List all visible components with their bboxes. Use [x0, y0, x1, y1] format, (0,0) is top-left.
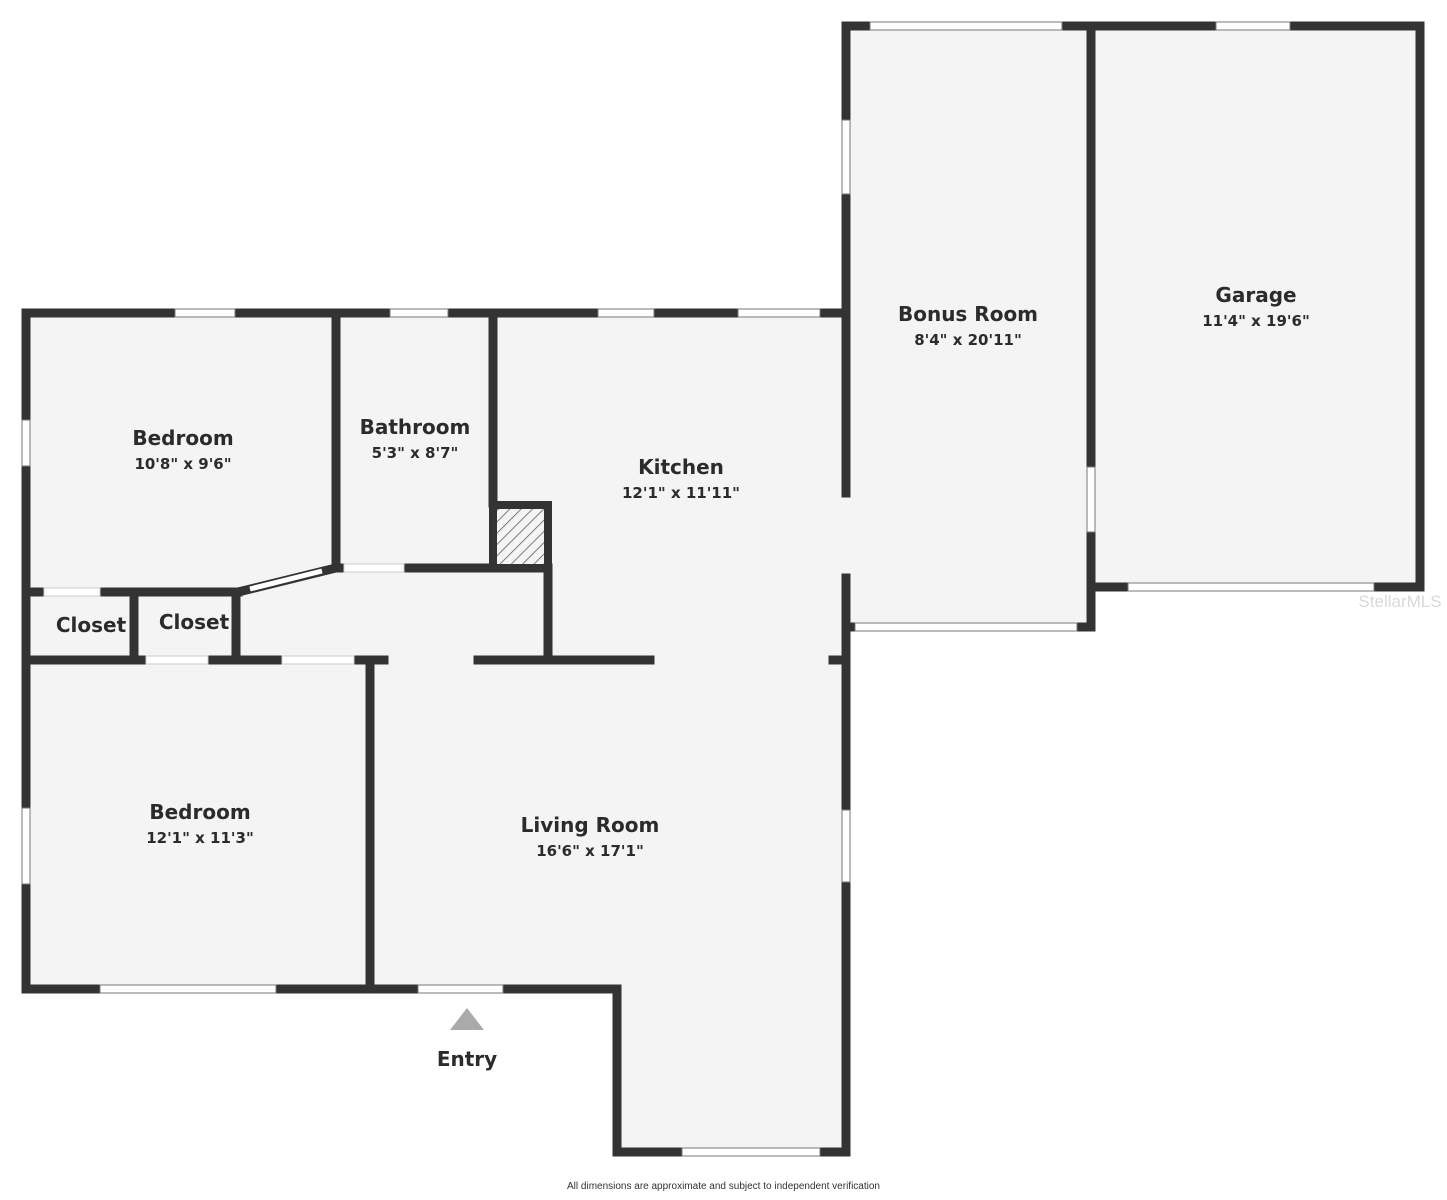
garage-dim: 11'4" x 19'6" [1202, 312, 1310, 330]
door-gap [145, 655, 209, 665]
bonus-room-name: Bonus Room [898, 302, 1038, 326]
floor-areas [26, 26, 1420, 1152]
window [1086, 466, 1096, 533]
entry-door-gap [417, 984, 504, 994]
bathroom-dim: 5'3" x 8'7" [372, 444, 459, 462]
bedroom-bottom-name: Bedroom [149, 800, 250, 824]
window [21, 807, 31, 885]
garage-door [1127, 582, 1375, 592]
bedroom-top-name: Bedroom [132, 426, 233, 450]
door-gap [249, 568, 323, 592]
floor-living-extension [617, 989, 846, 1152]
bedroom-bottom-dim: 12'1" x 11'3" [146, 829, 254, 847]
door-gap [281, 655, 355, 665]
watermark: StellarMLS [1358, 592, 1441, 611]
window [869, 21, 1063, 31]
floor-main [26, 313, 846, 989]
window [737, 308, 821, 318]
window [1215, 21, 1291, 31]
closet-left-name: Closet [56, 613, 127, 637]
disclaimer: All dimensions are approximate and subje… [567, 1181, 880, 1192]
window [389, 308, 449, 318]
living-room-name: Living Room [521, 813, 660, 837]
window [841, 809, 851, 883]
closet-right-name: Closet [159, 610, 230, 634]
window [854, 622, 1078, 632]
bedroom-top-dim: 10'8" x 9'6" [134, 455, 231, 473]
bonus-room-dim: 8'4" x 20'11" [914, 331, 1022, 349]
window [841, 119, 851, 195]
window [597, 308, 655, 318]
kitchen-dim: 12'1" x 11'11" [622, 484, 740, 502]
windows [21, 21, 1375, 1157]
window [174, 308, 236, 318]
garage-name: Garage [1215, 283, 1296, 307]
window [21, 419, 31, 467]
entry-arrow-icon [450, 1008, 484, 1030]
room-labels: Bedroom 10'8" x 9'6" Bathroom 5'3" x 8'7… [56, 283, 1310, 1071]
floor-garage [1091, 26, 1420, 587]
floor-bonus-room [846, 26, 1091, 627]
door-gap [343, 563, 405, 573]
window [99, 984, 277, 994]
entry-label: Entry [437, 1047, 497, 1071]
bathroom-name: Bathroom [360, 415, 471, 439]
living-room-dim: 16'6" x 17'1" [536, 842, 644, 860]
window [681, 1147, 821, 1157]
door-gap [43, 587, 101, 597]
kitchen-name: Kitchen [638, 455, 724, 479]
